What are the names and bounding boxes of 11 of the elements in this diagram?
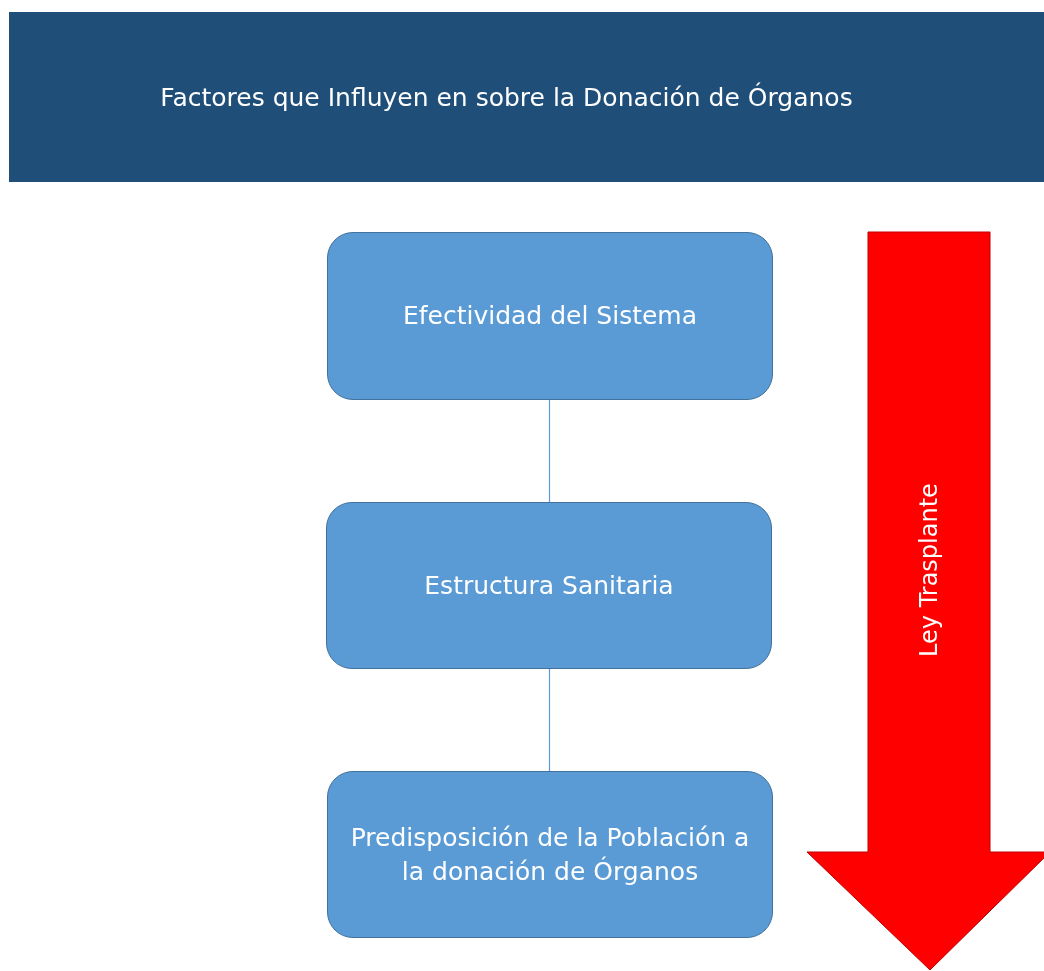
box-label: Estructura Sanitaria xyxy=(424,569,674,602)
title-text: Factores que Influyen en sobre la Donación de Órganos xyxy=(160,82,853,112)
box-label: Efectividad del Sistema xyxy=(402,300,698,333)
connector-line xyxy=(548,668,551,772)
process-box xyxy=(327,232,773,400)
process-box xyxy=(326,502,772,669)
process-box xyxy=(327,771,773,938)
down-arrow-shape xyxy=(806,231,1044,971)
connector-line xyxy=(548,399,551,503)
box-label: Predisposición de la Población a la donación de Órganos xyxy=(349,821,751,888)
arrow-label: Ley Trasplante xyxy=(914,482,944,659)
